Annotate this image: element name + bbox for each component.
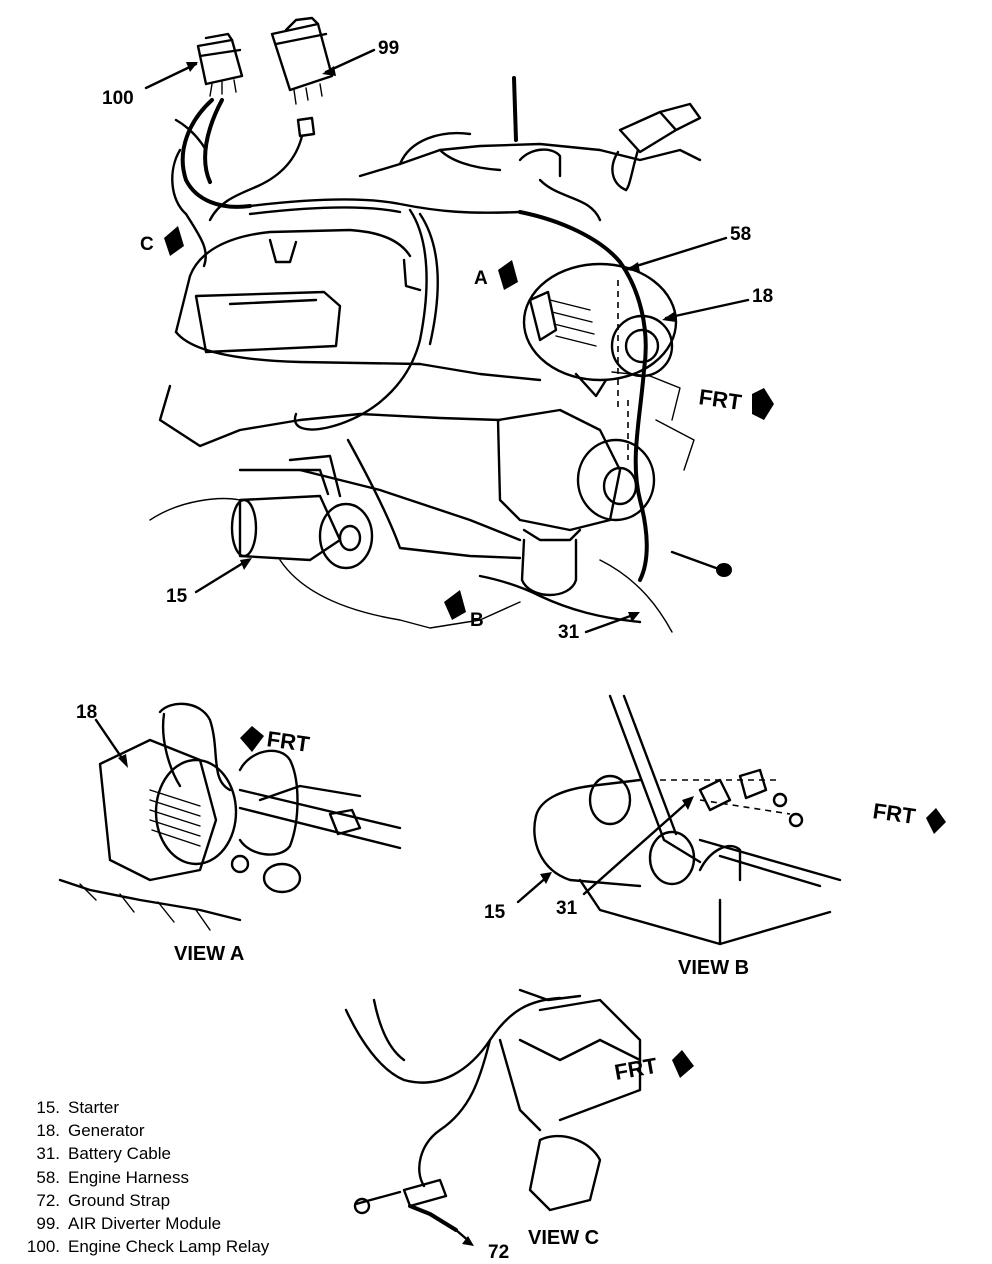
legend-number: 72. (36, 1190, 60, 1210)
legend-number: 58. (36, 1167, 60, 1187)
legend-text: Engine Harness (68, 1167, 189, 1187)
engine-block (158, 384, 502, 448)
frt-arrow-icon (926, 808, 946, 834)
legend-item: 100. Engine Check Lamp Relay (14, 1235, 344, 1258)
view-a-arrow (498, 260, 518, 290)
legend-item: 58. Engine Harness (14, 1166, 344, 1189)
frt-label: FRT (871, 798, 917, 829)
callout-72: 72 (488, 1242, 509, 1263)
view-marker-c: C (140, 234, 154, 255)
engine-check-lamp-relay (196, 32, 244, 97)
intake-manifold (358, 132, 702, 178)
crossmember (599, 559, 673, 633)
battery-cable (346, 438, 522, 560)
legend-text: Ground Strap (68, 1190, 171, 1210)
legend-number: 100. (26, 1237, 60, 1257)
wire-loop (538, 178, 602, 222)
view-c-label: VIEW C (528, 1227, 599, 1249)
legend-text: Generator (68, 1121, 145, 1141)
legend-text: Battery Cable (68, 1144, 171, 1164)
mount (611, 371, 695, 471)
spark-plug-wire (418, 212, 439, 346)
frt-label: FRT (697, 384, 743, 415)
view-marker-b: B (470, 610, 484, 631)
callout-18: 18 (76, 702, 97, 723)
view-b-label: VIEW B (678, 957, 749, 979)
dipstick-tube (512, 76, 518, 142)
legend-item: 31. Battery Cable (14, 1142, 344, 1165)
legend-text: Engine Check Lamp Relay (68, 1237, 270, 1257)
frt-label: FRT (265, 726, 311, 757)
callout-15: 15 (166, 586, 188, 607)
frt-arrow-icon (752, 388, 774, 420)
valve-cover (174, 228, 542, 382)
frt-arrow-icon (240, 726, 264, 752)
left-harness-bundle (171, 98, 522, 268)
spark-plug-wire (293, 208, 428, 431)
callout-31: 31 (558, 622, 580, 643)
frt-label: FRT (613, 1053, 660, 1085)
view-c: 72 FRT VIEW C (344, 988, 694, 1263)
battery-cable (478, 574, 642, 624)
view-b-arrow (444, 590, 466, 620)
fuel-injector (611, 102, 702, 192)
callout-99: 99 (378, 38, 399, 59)
view-marker-a: A (474, 268, 488, 289)
view-b: 15 31 FRT VIEW B (484, 694, 946, 979)
legend-number: 18. (36, 1121, 60, 1141)
engine-block (149, 497, 241, 521)
callout-100: 100 (102, 88, 134, 109)
legend-number: 15. (36, 1098, 60, 1117)
generator (522, 262, 678, 398)
legend-number: 31. (36, 1144, 60, 1164)
view-a-label: VIEW A (174, 943, 244, 965)
legend-item: 15. Starter (14, 1096, 344, 1119)
callout-18: 18 (752, 286, 773, 307)
legend-text: Starter (68, 1098, 120, 1117)
starter (230, 454, 374, 570)
legend-number: 99. (36, 1214, 60, 1234)
parts-legend: 15. Starter 18. Generator 31. Battery Ca… (14, 1096, 344, 1258)
water-pump-balancer (496, 408, 656, 597)
main-engine-view: 100 99 58 18 15 31 C A B FRT (102, 16, 774, 643)
engine-block (238, 468, 522, 542)
view-c-arrow (164, 226, 184, 256)
callout-15: 15 (484, 902, 506, 923)
callout-58: 58 (730, 224, 751, 245)
legend-text: AIR Diverter Module (68, 1214, 222, 1234)
view-a: 18 FRT VIEW A (58, 702, 402, 965)
legend-item: 72. Ground Strap (14, 1189, 344, 1212)
legend-item: 99. AIR Diverter Module (14, 1212, 344, 1235)
bolt (670, 550, 732, 577)
legend-item: 18. Generator (14, 1119, 344, 1142)
oil-pan (279, 559, 521, 629)
frt-arrow-icon (672, 1050, 694, 1078)
leader-arrows (144, 48, 750, 634)
callout-31: 31 (556, 898, 578, 919)
air-diverter-module (270, 16, 334, 138)
